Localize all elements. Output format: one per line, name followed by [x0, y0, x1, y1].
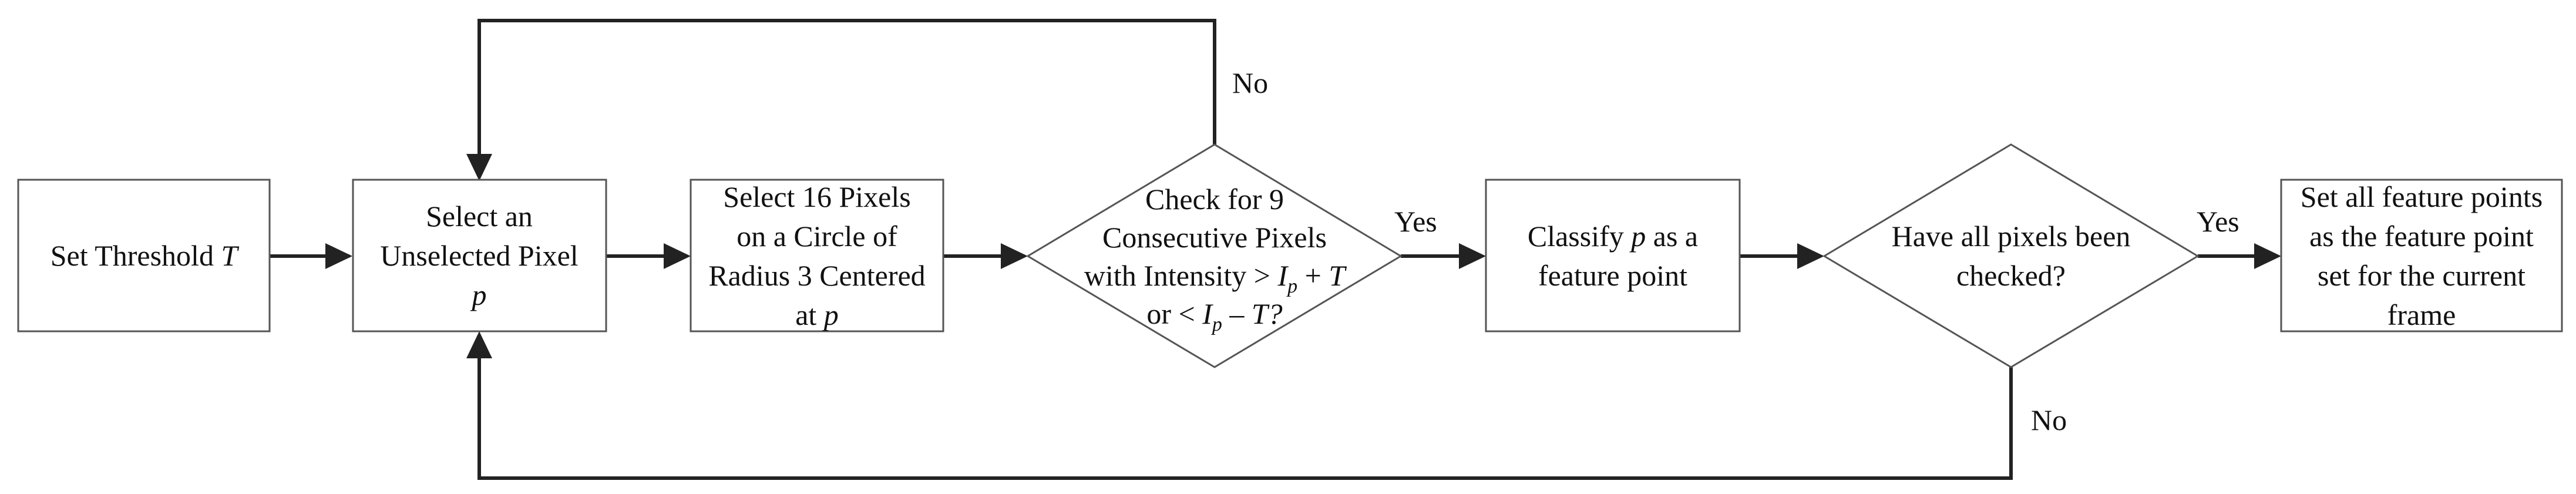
arrowhead — [1001, 243, 1028, 269]
node-set-threshold-label: Set Threshold T — [51, 239, 240, 272]
node-set-all-line1: Set all feature points — [2301, 180, 2543, 213]
node-classify-line2: feature point — [1538, 259, 1687, 292]
arrowhead — [2254, 243, 2281, 269]
node-select-16-line2: on a Circle of — [737, 220, 897, 253]
edge-check-no-loop-top — [477, 19, 1216, 176]
node-select-16-line1: Select 16 Pixels — [723, 180, 910, 213]
edge-all-no-loop-bottom — [477, 336, 2013, 480]
node-set-all-line3: set for the current — [2318, 259, 2525, 292]
node-select-16-line3: Radius 3 Centered — [708, 259, 925, 292]
node-classify-line1: Classify p as a — [1528, 220, 1698, 253]
node-classify-feature-point: Classify p as a feature point — [1485, 179, 1741, 332]
decision-all-pixels-checked: Have all pixels been checked? — [1822, 143, 2200, 368]
edges — [270, 19, 2281, 480]
decision-all-checked-line1: Have all pixels been — [1892, 220, 2131, 253]
node-set-all-line4: frame — [2387, 298, 2456, 331]
node-select-pixel-line2: Unselected Pixel — [380, 239, 578, 272]
node-select-16-pixels: Select 16 Pixels on a Circle of Radius 3… — [690, 179, 944, 332]
arrowhead — [466, 331, 492, 358]
node-set-all-feature-points: Set all feature points as the feature po… — [2280, 179, 2563, 332]
decision-check-line2: Consecutive Pixels — [1102, 221, 1327, 254]
node-select-pixel-var: p — [470, 278, 487, 311]
decision-check-line4: or < Ip – T? — [1146, 297, 1282, 335]
node-set-all-line2: as the feature point — [2309, 220, 2534, 253]
arrowhead — [466, 154, 492, 181]
edge-label-all-no: No — [2031, 404, 2067, 436]
decision-check-9-consecutive: Check for 9 Consecutive Pixels with Inte… — [1026, 143, 1403, 368]
arrowhead — [1459, 243, 1486, 269]
arrowhead — [664, 243, 691, 269]
node-select-pixel-line1: Select an — [426, 200, 533, 233]
node-select-16-line4: at p — [795, 298, 839, 331]
node-set-threshold: Set Threshold T — [17, 179, 271, 332]
edge-label-check-yes: Yes — [1394, 205, 1437, 238]
edge-label-all-yes: Yes — [2197, 205, 2239, 238]
arrowhead — [1797, 243, 1824, 269]
decision-check-line1: Check for 9 — [1145, 183, 1284, 216]
decision-all-checked-line2: checked? — [1956, 259, 2066, 292]
decision-check-line3: with Intensity > Ip + T — [1084, 259, 1347, 297]
edge-label-check-no: No — [1232, 66, 1268, 99]
arrowhead — [325, 243, 352, 269]
node-select-pixel: Select an Unselected Pixel p — [352, 179, 607, 332]
